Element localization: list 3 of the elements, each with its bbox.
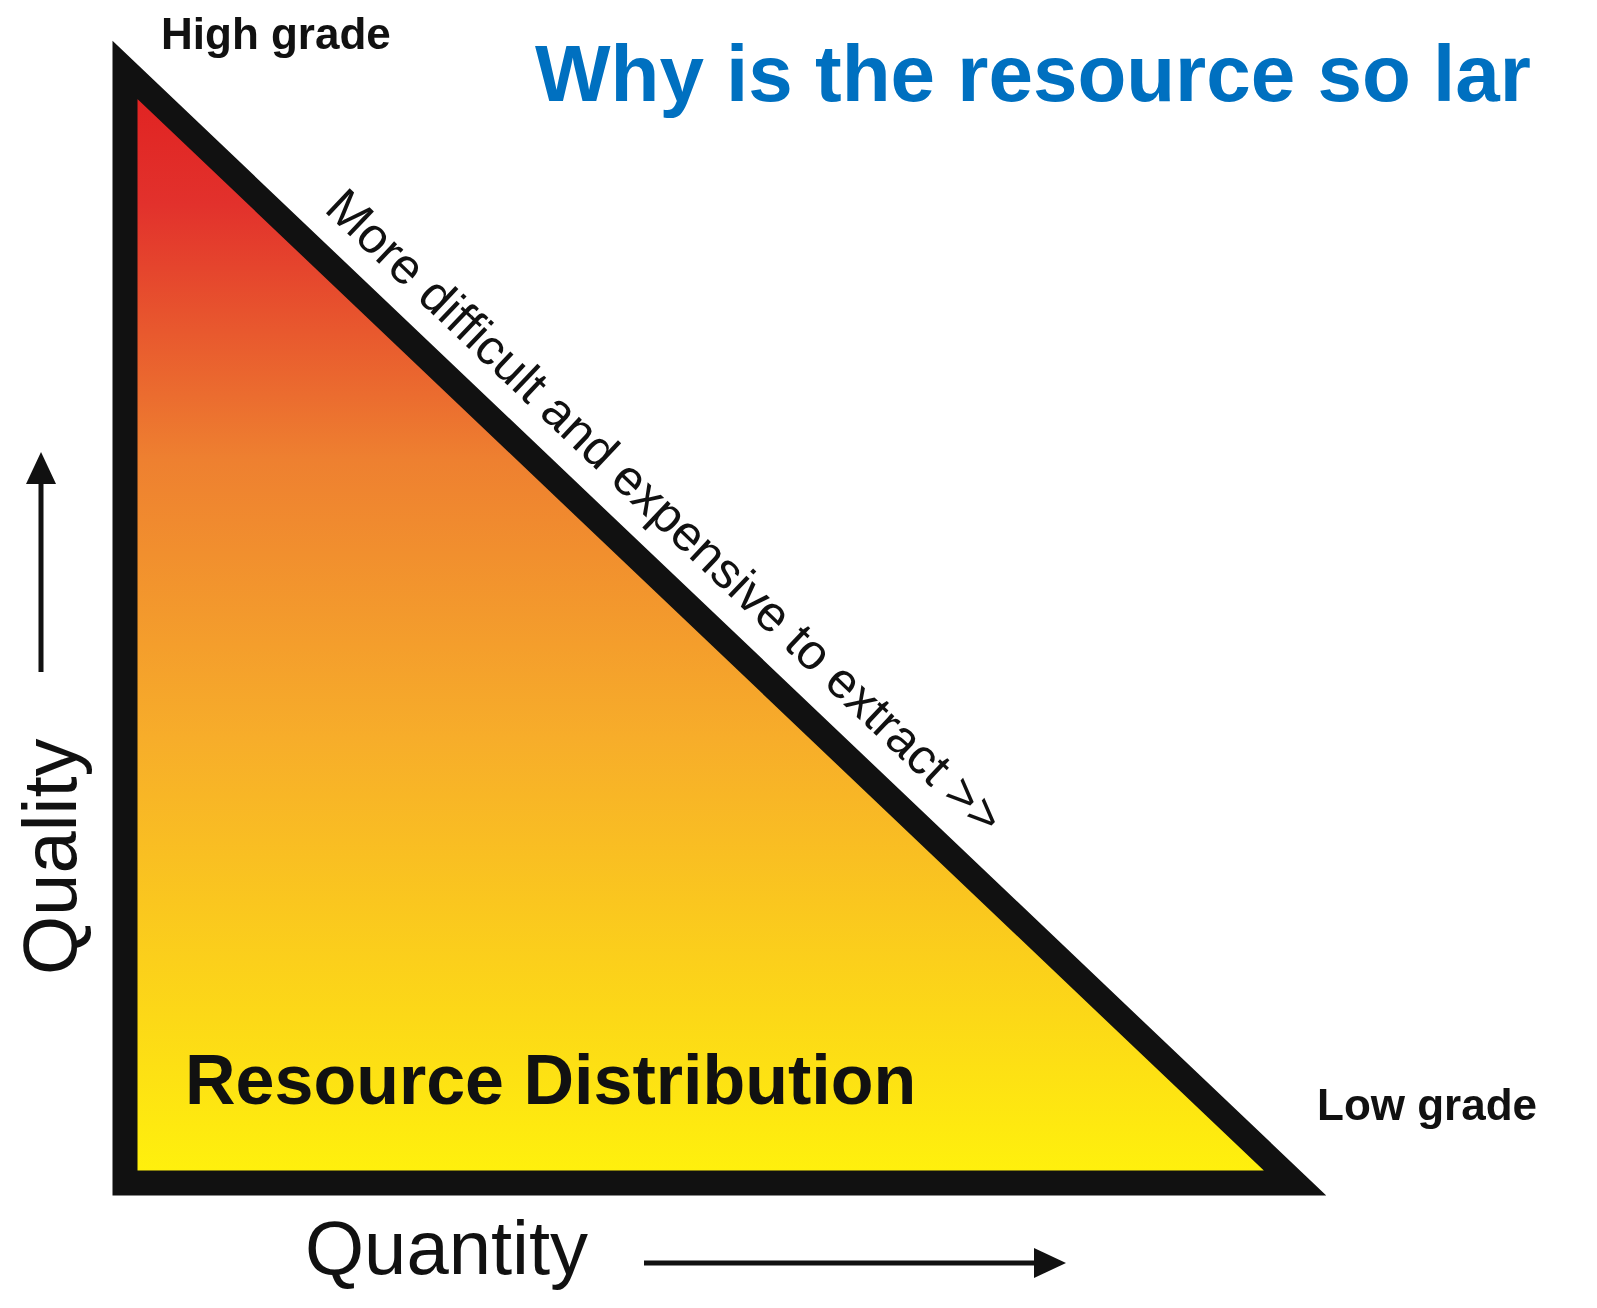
- triangle-label: Resource Distribution: [185, 1045, 917, 1115]
- corner-label: High grade: [161, 12, 391, 56]
- corner-label: Low grade: [1317, 1083, 1538, 1127]
